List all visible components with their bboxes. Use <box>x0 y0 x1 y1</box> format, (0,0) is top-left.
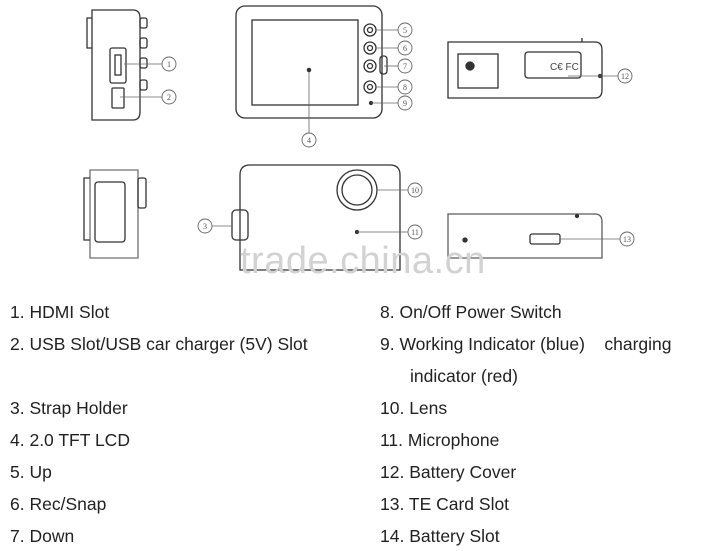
callout-10: 10 <box>411 186 419 195</box>
svg-text:C€ FC: C€ FC <box>550 62 579 73</box>
legend-item-12: 12. Battery Cover <box>380 462 517 482</box>
legend-item-4: 4. 2.0 TFT LCD <box>10 430 130 450</box>
legend-item-1: 1. HDMI Slot <box>10 302 110 322</box>
legend-item-9-cont: indicator (red) <box>410 366 518 386</box>
callout-5: 5 <box>403 26 407 35</box>
callout-13: 13 <box>623 235 631 244</box>
callout-1: 1 <box>167 60 171 69</box>
legend-item-9: 9. Working Indicator (blue) charging <box>380 334 672 354</box>
camera-diagram: C€ FC <box>83 5 635 271</box>
callout-7: 7 <box>403 62 407 71</box>
callout-11: 11 <box>411 228 419 237</box>
legend-item-14: 14. Battery Slot <box>380 526 500 546</box>
callout-12: 12 <box>621 72 629 81</box>
watermark: trade.china.cn <box>240 240 486 282</box>
legend-item-3: 3. Strap Holder <box>10 398 128 418</box>
callout-3: 3 <box>203 222 207 231</box>
legend-item-13: 13. TE Card Slot <box>380 494 510 514</box>
legend-item-2: 2. USB Slot/USB car charger (5V) Slot <box>10 334 308 354</box>
callout-4: 4 <box>307 136 311 145</box>
callout-9: 9 <box>403 99 407 108</box>
side-view-top <box>86 9 148 121</box>
legend-item-11: 11. Microphone <box>380 430 500 450</box>
callout-2: 2 <box>167 93 171 102</box>
side-view-bottom <box>83 169 147 259</box>
legend-item-10: 10. Lens <box>380 398 448 418</box>
front-view <box>235 5 388 119</box>
callout-8: 8 <box>403 83 407 92</box>
legend-item-7: 7. Down <box>10 526 75 546</box>
legend-item-8: 8. On/Off Power Switch <box>380 302 562 322</box>
callout-6: 6 <box>403 44 407 53</box>
top-view: C€ FC <box>447 38 603 99</box>
legend-item-5: 5. Up <box>10 462 52 482</box>
legend-item-6: 6. Rec/Snap <box>10 494 107 514</box>
